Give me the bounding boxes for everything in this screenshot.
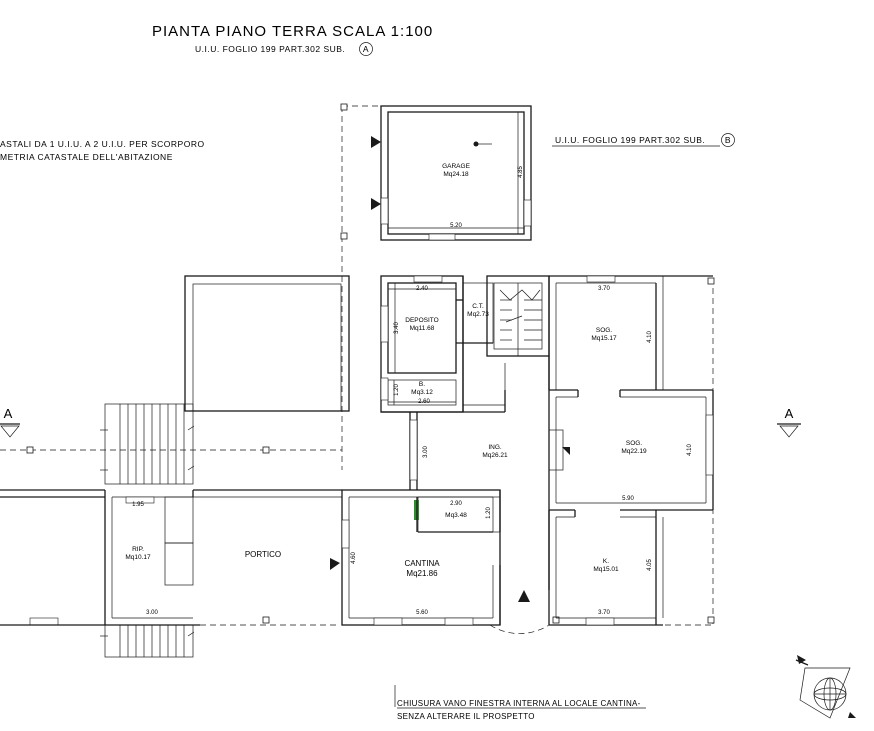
dim-r348-h: 1.20 <box>486 507 492 519</box>
cantina-area: Mq21.86 <box>406 569 438 578</box>
ct-name: C.T. <box>472 303 484 310</box>
dim-cantina-w: 5.60 <box>416 610 428 616</box>
note-bottom-line-2: SENZA ALTERARE IL PROSPETTO <box>397 712 535 721</box>
dim-rip-w1: 1.95 <box>132 502 144 508</box>
note-bottom-line-1: CHIUSURA VANO FINESTRA INTERNA AL LOCALE… <box>397 699 641 708</box>
unit-a-circle <box>359 42 373 56</box>
dim-cucina-w: 3.70 <box>598 610 610 616</box>
ingresso-area: Mq26.21 <box>482 452 508 459</box>
sog2-name: SOG. <box>626 440 642 447</box>
plan-title: PIANTA PIANO TERRA SCALA 1:100 <box>152 23 433 40</box>
sog1-area: Mq15.17 <box>591 335 617 342</box>
note-top-line-2: METRIA CATASTALE DELL'ABITAZIONE <box>0 152 173 162</box>
unit-b-tag: B <box>725 135 731 145</box>
svg-text:A: A <box>4 406 13 421</box>
dim-rip-w2: 3.00 <box>146 610 158 616</box>
section-marker-right: A <box>777 406 801 438</box>
cantina-name: CANTINA <box>404 559 440 568</box>
entry-arrow-icon <box>371 198 381 210</box>
garage-width: 5.20 <box>450 223 462 229</box>
ripost2-area: Mq3.48 <box>445 512 467 519</box>
dim-sog2-w: 5.90 <box>622 496 634 502</box>
sog1-name: SOG. <box>596 327 612 334</box>
dashed-boundary <box>0 103 715 626</box>
unit-a-label: U.I.U. FOGLIO 199 PART.302 SUB. <box>195 44 345 54</box>
dim-r348-w: 2.90 <box>450 501 462 507</box>
garage-height: 4.85 <box>518 166 524 178</box>
cucina-name: K. <box>603 558 609 565</box>
dim-bagno-h: 1.20 <box>394 384 400 396</box>
deposito-name: DEPOSITO <box>405 317 438 324</box>
svg-text:A: A <box>785 406 794 421</box>
entry-arrow-icon <box>330 558 340 570</box>
unit-a-tag: A <box>363 44 369 54</box>
ingresso-name: ING. <box>488 444 502 451</box>
deposito-area: Mq11.68 <box>410 325 435 332</box>
sog2-area: Mq22.19 <box>621 448 647 455</box>
dim-deposito-w: 2.40 <box>416 286 428 292</box>
dim-sog2-h: 4.10 <box>687 444 693 456</box>
unit-b-label: U.I.U. FOGLIO 199 PART.302 SUB. <box>555 135 705 145</box>
section-marker-left: A <box>0 406 20 438</box>
ripost-name: RIP. <box>132 546 144 553</box>
ripost-area: Mq10.17 <box>125 554 151 561</box>
room-garage: GARAGE Mq24.18 5.20 4.85 <box>380 105 532 241</box>
portico-block <box>0 403 342 658</box>
garage-name: GARAGE <box>442 163 470 170</box>
bagno-name: B. <box>419 381 425 388</box>
dim-deposito-h: 3.40 <box>394 322 400 334</box>
bagno-area: Mq3.12 <box>411 389 433 396</box>
terrace-block <box>184 275 350 412</box>
main-entry-icon <box>518 590 530 602</box>
dim-bagno-w: 2.60 <box>418 399 430 405</box>
cucina-area: Mq15.01 <box>593 566 619 573</box>
compass-rose-icon <box>795 655 856 719</box>
garage-area: Mq24.18 <box>443 171 469 178</box>
dim-ing-h: 3.00 <box>423 446 429 458</box>
main-building-walls <box>341 275 714 634</box>
dim-cantina-h: 4.60 <box>351 552 357 564</box>
ct-area: Mq2.73 <box>467 311 489 318</box>
dim-sog1-h: 4.10 <box>647 331 653 343</box>
unit-b-circle <box>721 133 735 147</box>
dim-sog1-w: 3.70 <box>598 286 610 292</box>
dim-cucina-h: 4.05 <box>647 559 653 571</box>
entry-arrow-icon <box>371 136 381 148</box>
note-top-line-1: ASTALI DA 1 U.I.U. A 2 U.I.U. PER SCORPO… <box>0 139 205 149</box>
portico-name: PORTICO <box>245 550 281 559</box>
